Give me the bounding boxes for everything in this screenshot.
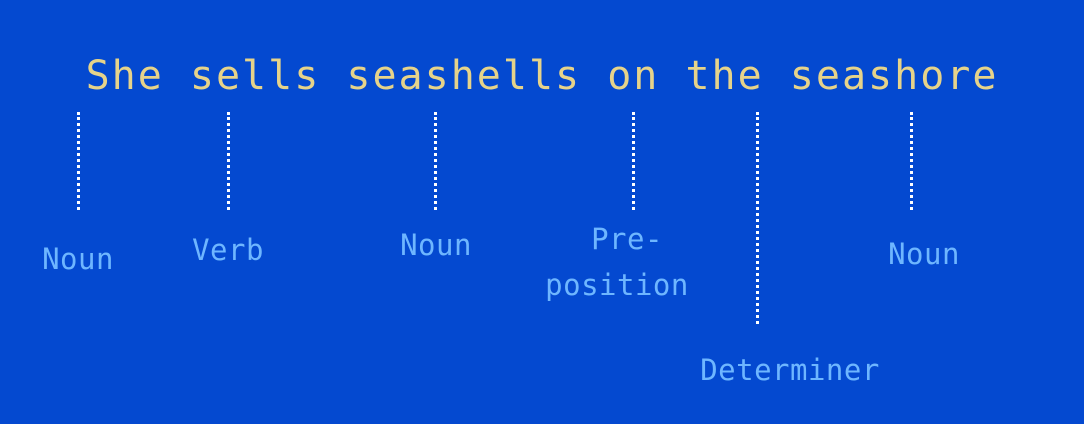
connector-the xyxy=(756,112,759,324)
sentence-text: She sells seashells on the seashore xyxy=(85,53,999,99)
label-determiner-the: Determiner xyxy=(700,353,880,387)
label-noun-she: Noun xyxy=(42,242,114,276)
label-noun-seashore: Noun xyxy=(888,237,960,271)
connector-on xyxy=(632,112,635,210)
connector-seashore xyxy=(910,112,913,210)
connector-she xyxy=(77,112,80,210)
label-preposition-line1: Pre- xyxy=(591,222,663,256)
connector-seashells xyxy=(434,112,437,210)
label-preposition-line2: position xyxy=(545,268,689,302)
connector-sells xyxy=(227,112,230,210)
label-noun-seashells: Noun xyxy=(400,228,472,262)
label-verb-sells: Verb xyxy=(192,233,264,267)
